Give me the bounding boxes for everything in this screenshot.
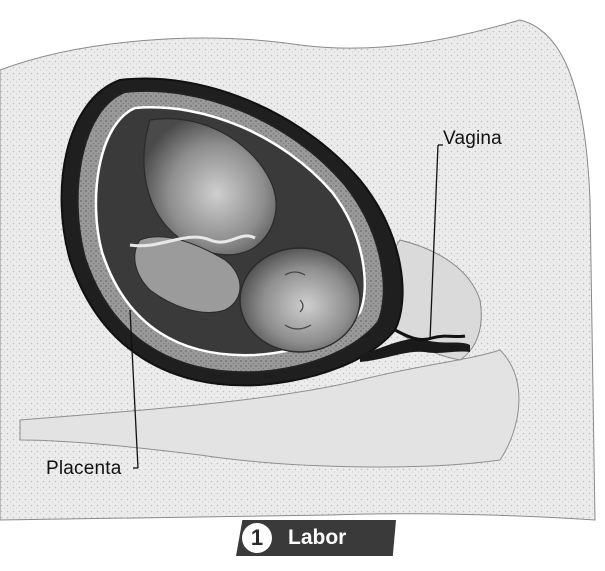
stage-banner: 1 Labor xyxy=(236,520,396,556)
placenta-label: Placenta xyxy=(46,458,122,480)
vagina-label: Vagina xyxy=(443,128,502,150)
stage-number-badge: 1 xyxy=(242,523,272,553)
stage-title: Labor xyxy=(288,525,346,551)
